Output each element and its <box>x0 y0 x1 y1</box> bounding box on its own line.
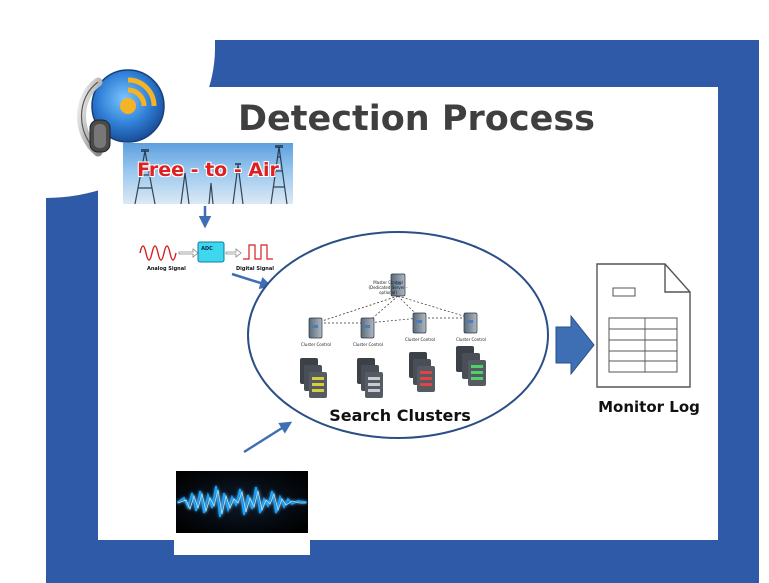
adc-box-label: ADC <box>201 246 213 252</box>
master-control-label: Master Control (Dedicated Server - optio… <box>368 280 408 295</box>
cluster-control-label-4: Cluster Control <box>456 337 486 342</box>
digital-wave <box>243 244 273 260</box>
document-table-icon <box>596 263 691 388</box>
adc-box <box>197 241 225 263</box>
free-to-air-banner: Free - to - Air <box>123 143 293 204</box>
server-rack-stack-green <box>456 346 486 386</box>
analog-signal-label: Analog Signal <box>147 266 186 272</box>
search-clusters-label: Search Clusters <box>329 406 471 425</box>
control-server-icon-2 <box>360 317 375 339</box>
server-rack-stack-red <box>409 352 435 392</box>
arrow-adc-to-clusters <box>231 272 273 289</box>
adc-conversion-graphic <box>139 241 273 263</box>
master-server-icon <box>390 273 406 297</box>
cluster-control-label-2: Cluster Control <box>353 342 383 347</box>
free-to-air-text: Free - to - Air <box>137 159 279 181</box>
monitor-log-label: Monitor Log <box>598 398 700 416</box>
antenna-towers-image <box>134 145 288 204</box>
server-rack-stack-yellow <box>300 358 327 398</box>
digital-signal-label: Digital Signal <box>236 266 274 272</box>
analog-wave <box>139 245 177 261</box>
audio-waveform-image <box>174 453 310 555</box>
server-rack-stack-gray <box>357 358 383 398</box>
arrow-clusters-to-log <box>555 314 595 376</box>
cluster-control-label-3: Cluster Control <box>405 337 435 342</box>
right-margin-strip <box>759 40 769 583</box>
cluster-control-label-1: Cluster Control <box>301 342 331 347</box>
control-server-icon-3 <box>412 312 427 334</box>
slide-title: Detection Process <box>238 99 595 139</box>
conversion-arrow-in <box>178 248 199 258</box>
arrow-waveform-to-clusters <box>243 421 293 454</box>
headphones-broadcast-icon <box>77 69 165 157</box>
control-server-icon-4 <box>463 312 478 334</box>
conversion-arrow-out <box>225 248 242 258</box>
control-server-icon-1 <box>308 317 323 339</box>
